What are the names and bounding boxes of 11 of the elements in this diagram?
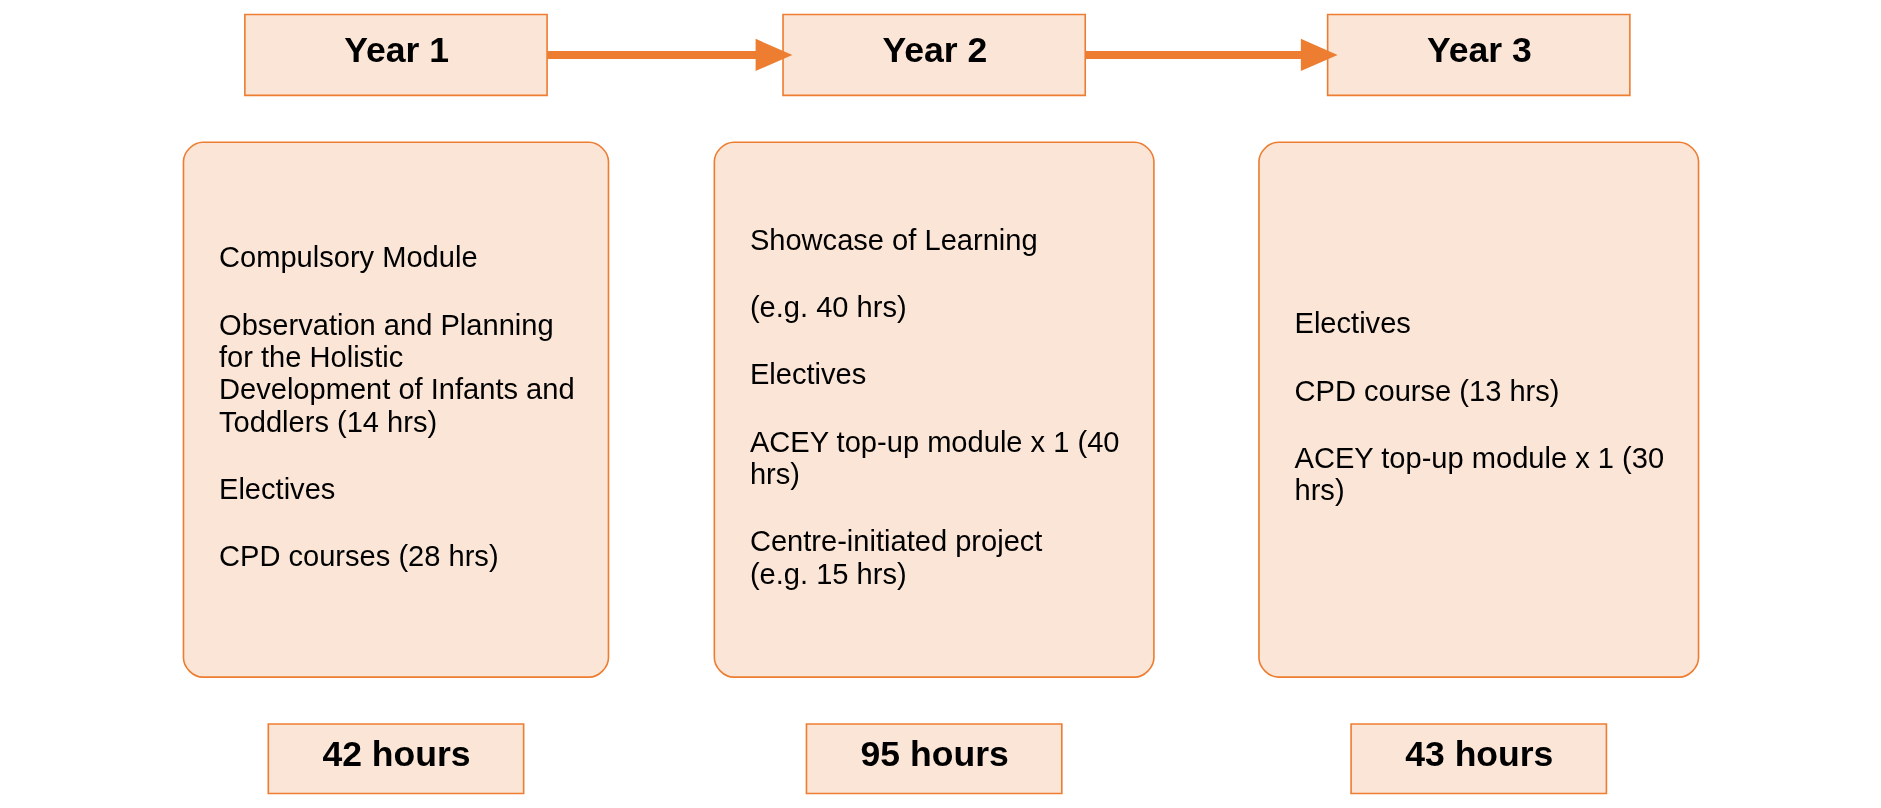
node-box: Electives CPD course (13 hrs) ACEY top-up module x 1 (30 hrs) <box>1257 141 1699 678</box>
arrow <box>546 38 792 71</box>
node-box: 43 hours <box>1349 723 1607 795</box>
node-box: Year 3 <box>1326 13 1631 97</box>
node-box: Year 2 <box>781 13 1086 97</box>
node-box: Year 1 <box>243 13 548 97</box>
node-box: 42 hours <box>267 723 524 795</box>
arrow <box>1085 38 1338 71</box>
node-box: 95 hours <box>805 723 1063 795</box>
node-box: Compulsory Module Observation and Planning for the Holistic Development of Infants and Toddlers (14 hrs) Electives CPD courses (28 hrs) <box>182 141 609 678</box>
node-box: Showcase of Learning (e.g. 40 hrs) Electives ACEY top-up module x 1 (40 hrs) Centre-initiated project (e.g. 15 hrs) <box>713 141 1155 678</box>
